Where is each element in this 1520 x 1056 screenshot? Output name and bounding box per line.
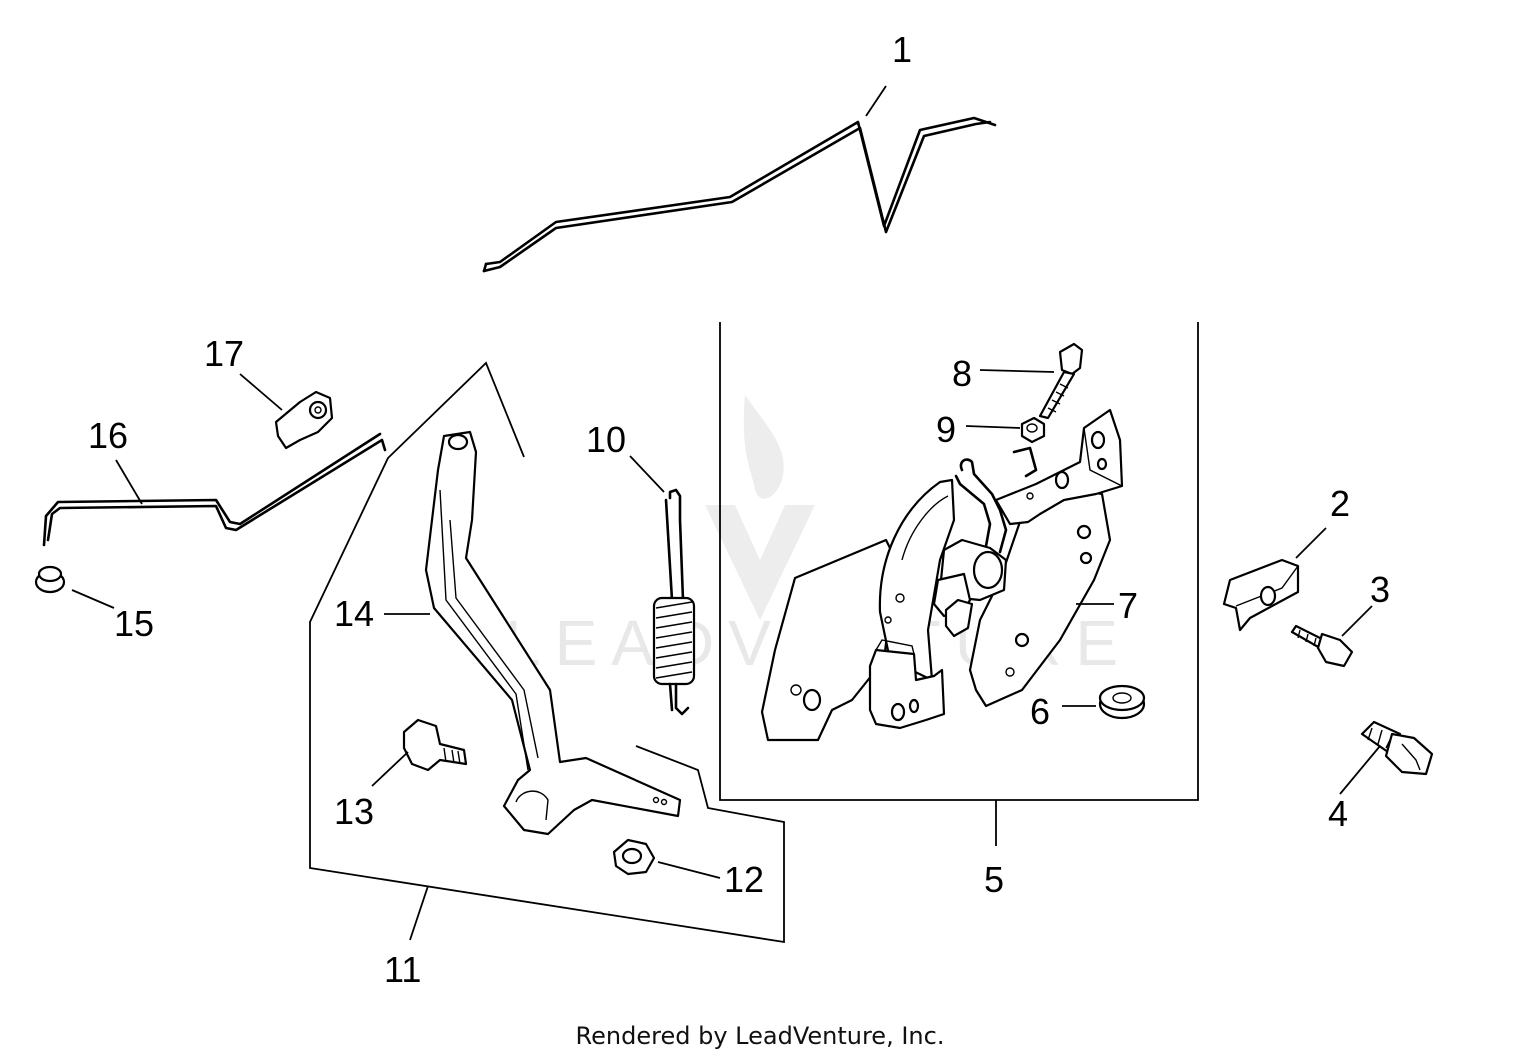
- callout-16[interactable]: 16: [88, 415, 128, 456]
- part-7-plate[interactable]: [968, 486, 1112, 708]
- callout-5[interactable]: 5: [984, 859, 1004, 900]
- leader-4: [1339, 745, 1381, 795]
- leader-10: [629, 455, 665, 493]
- part-5-bracket[interactable]: [868, 639, 946, 730]
- group-5-outline: [719, 322, 1199, 801]
- group-11-outline: [309, 361, 785, 944]
- part-14-lever[interactable]: [424, 430, 682, 836]
- part-17-clip[interactable]: [274, 390, 334, 450]
- callout-3[interactable]: 3: [1370, 569, 1390, 610]
- callout-7[interactable]: 7: [1118, 585, 1138, 626]
- callout-9[interactable]: 9: [936, 409, 956, 450]
- part-4-bolt[interactable]: [1360, 720, 1434, 776]
- part-16-rod[interactable]: [42, 432, 387, 547]
- leader-17: [239, 373, 283, 411]
- part-5-linkage[interactable]: [932, 446, 1038, 638]
- part-6-washer[interactable]: [1098, 684, 1146, 720]
- leader-lines: [71, 85, 1381, 941]
- part-8-screw[interactable]: [1038, 342, 1084, 420]
- part-9-nut[interactable]: [1020, 416, 1046, 444]
- callout-2[interactable]: 2: [1330, 483, 1350, 524]
- leader-2: [1295, 527, 1327, 559]
- part-13-bolt[interactable]: [402, 718, 468, 772]
- callout-15[interactable]: 15: [114, 603, 154, 644]
- callout-numbers: 1 2 3 4 5 6 7 8 9 10 11 12 13 14 15 16 1…: [88, 29, 1390, 990]
- leader-12: [657, 861, 721, 879]
- part-15-grommet[interactable]: [34, 565, 66, 594]
- callout-12[interactable]: 12: [724, 859, 764, 900]
- callout-14[interactable]: 14: [334, 593, 374, 634]
- leader-8: [979, 369, 1055, 373]
- part-3-bolt[interactable]: [1290, 624, 1354, 668]
- callout-13[interactable]: 13: [334, 791, 374, 832]
- footer-credit: Rendered by LeadVenture, Inc.: [576, 1022, 945, 1050]
- callout-10[interactable]: 10: [586, 419, 626, 460]
- part-10-spring[interactable]: [652, 488, 696, 716]
- leader-9: [965, 425, 1021, 429]
- part-2-clip[interactable]: [1222, 558, 1300, 632]
- callout-17[interactable]: 17: [204, 333, 244, 374]
- leader-13: [371, 751, 409, 787]
- part-12-nut[interactable]: [612, 838, 656, 876]
- part-1-rod[interactable]: [482, 116, 997, 273]
- leader-1: [865, 85, 887, 117]
- callout-6[interactable]: 6: [1030, 691, 1050, 732]
- callout-1[interactable]: 1: [892, 29, 912, 70]
- leader-3: [1341, 605, 1373, 637]
- callout-8[interactable]: 8: [952, 353, 972, 394]
- callout-4[interactable]: 4: [1328, 793, 1348, 834]
- part-5-disc[interactable]: [878, 478, 956, 682]
- callout-11[interactable]: 11: [384, 949, 421, 990]
- leader-16: [115, 459, 143, 505]
- leader-11: [409, 885, 429, 941]
- part-5-upper-bracket[interactable]: [994, 408, 1124, 526]
- leader-15: [71, 589, 115, 609]
